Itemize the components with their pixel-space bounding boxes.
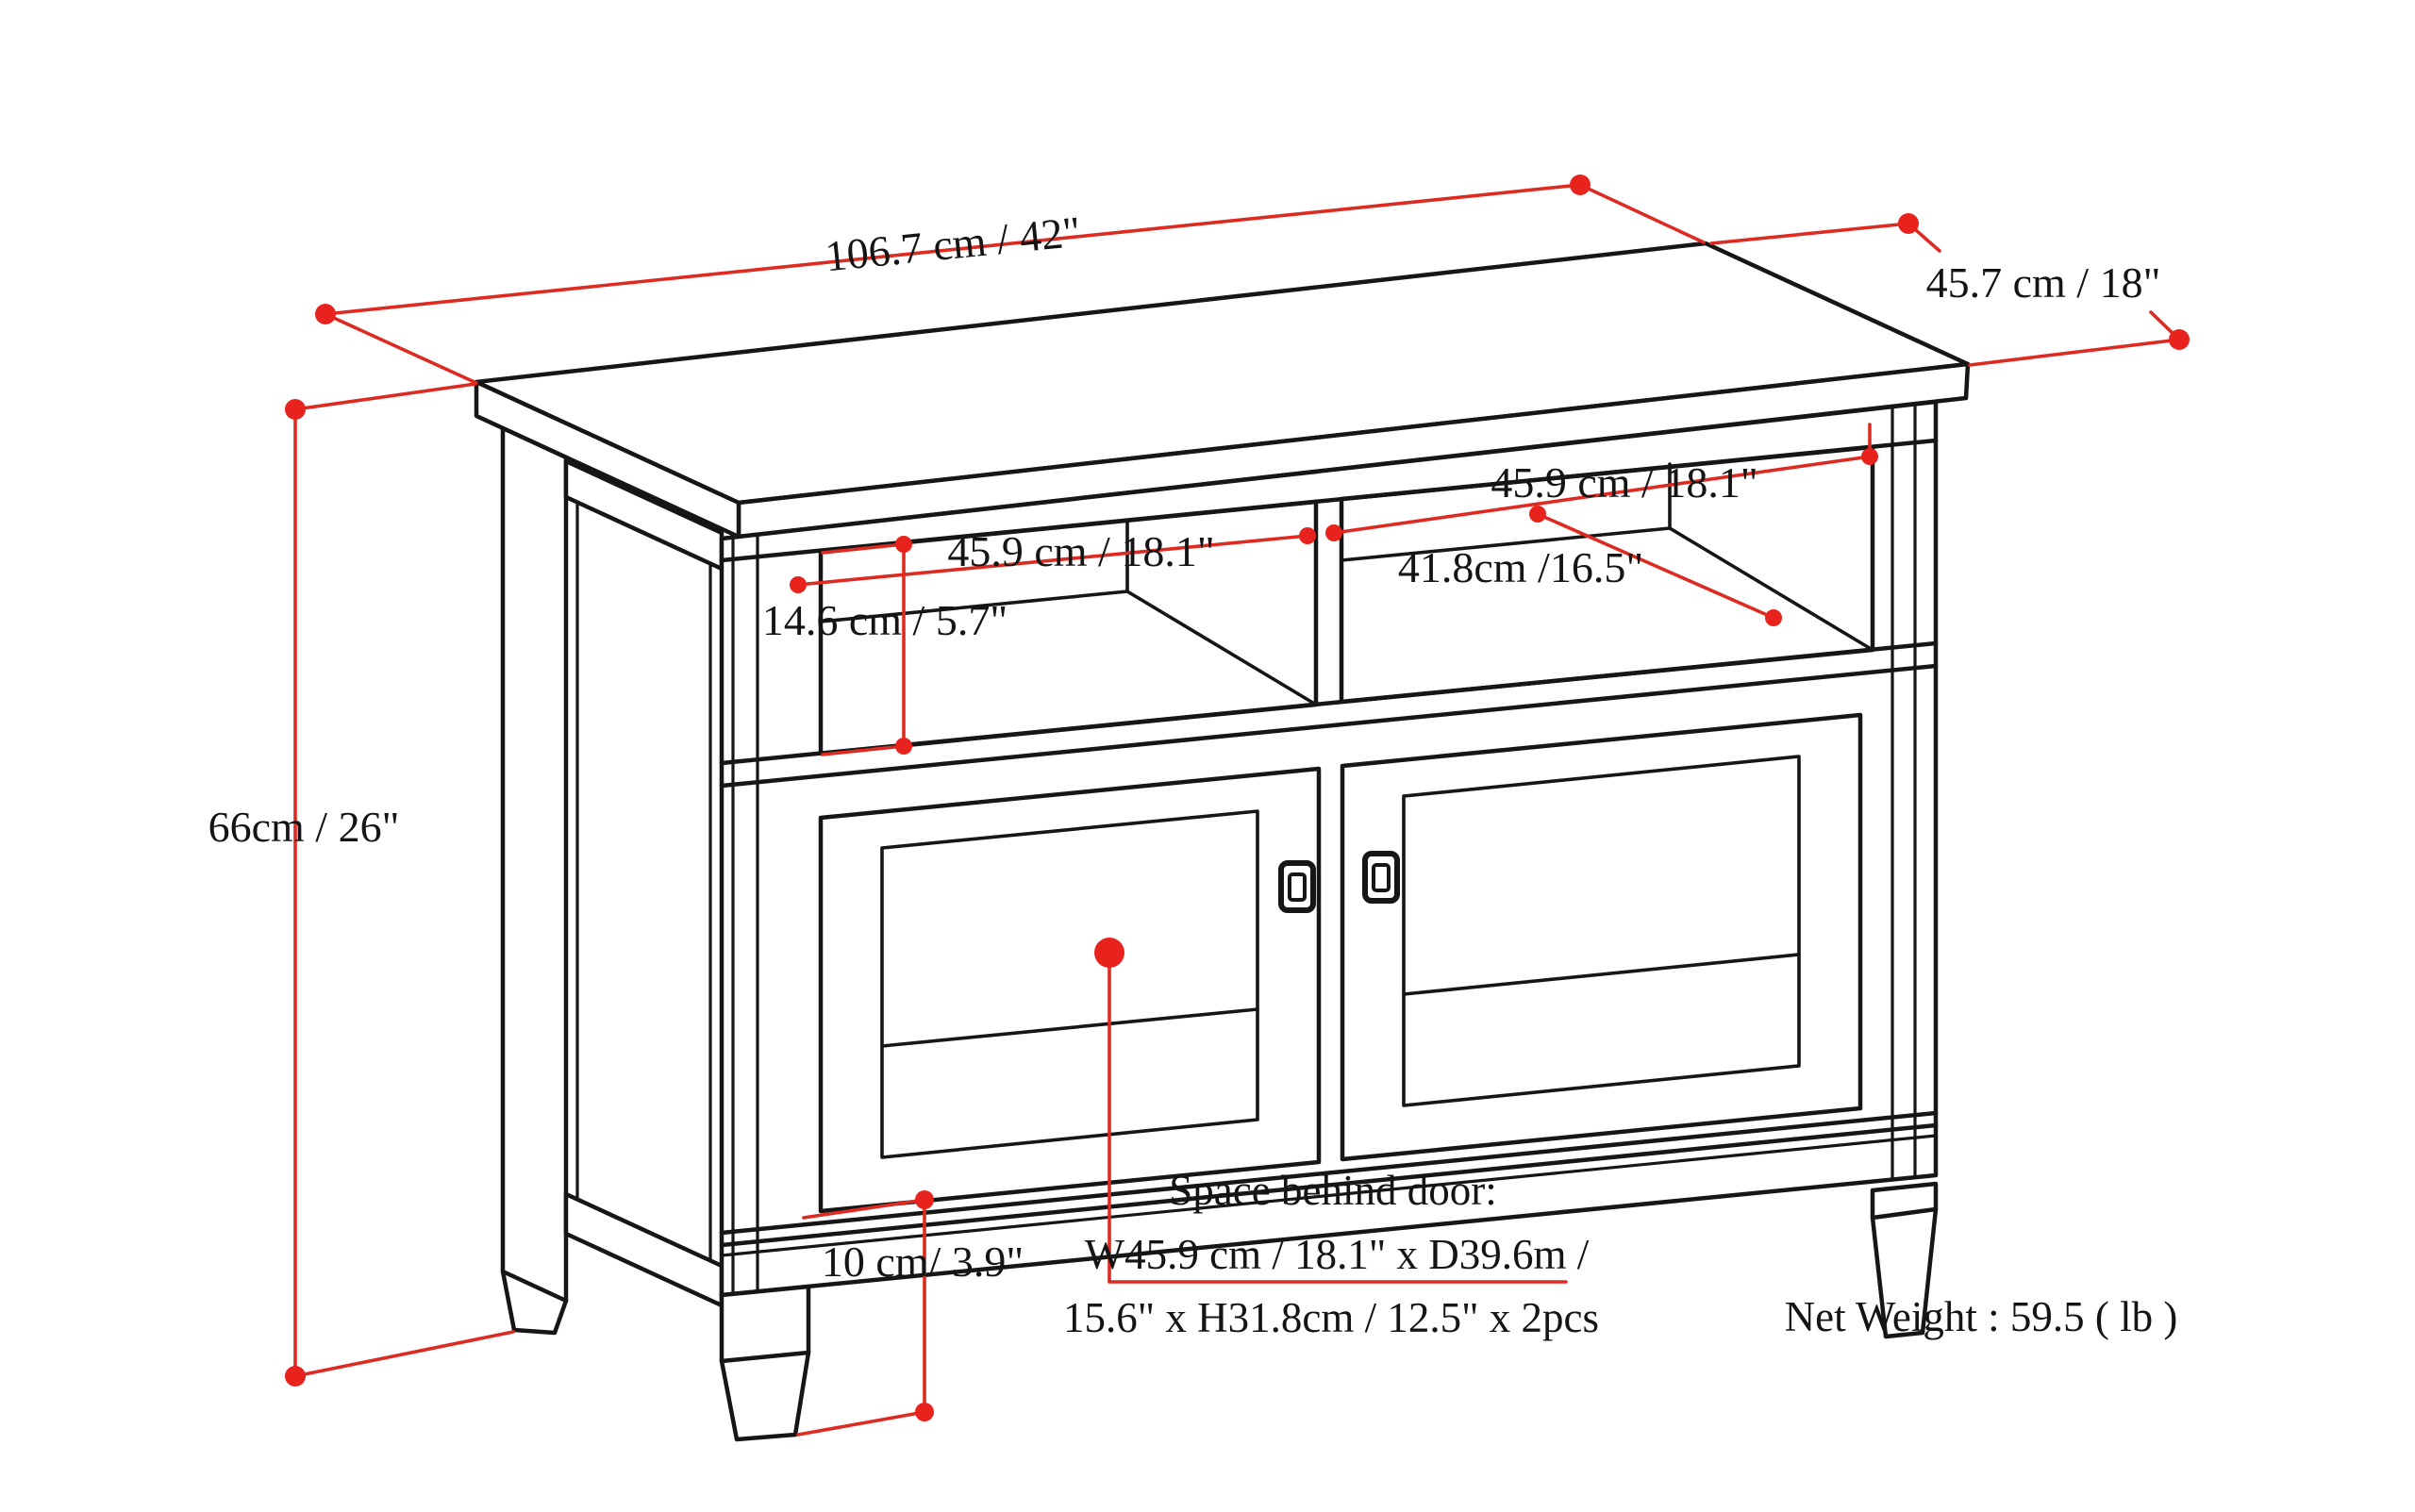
dim-shelf-depth-line <box>1536 512 1775 620</box>
dimension-endpoint-dot <box>315 304 336 324</box>
dimension-endpoint-dot <box>1325 524 1342 541</box>
dim-top-width-label: 106.7 cm / 42" <box>823 208 1082 281</box>
dim-overall-height <box>285 382 515 1387</box>
right-door-inner-frame <box>1402 755 1801 1107</box>
dim-top-width <box>315 174 1706 385</box>
space-note-line-3: 15.6" x H31.8cm / 12.5" x 2pcs <box>1063 1294 1599 1341</box>
dimension-endpoint-dot <box>895 536 912 553</box>
dim-top-depth-leader-left <box>1709 222 1910 245</box>
dimension-endpoint-dot <box>1570 174 1591 195</box>
left-door-inner-frame <box>880 809 1259 1159</box>
dim-top-width-leader-right <box>1578 183 1706 244</box>
right-door-outline <box>1340 712 1863 1162</box>
top-panel <box>474 241 1971 540</box>
dim-overall-height-leader-top <box>293 382 477 411</box>
dim-shelf-depth <box>1529 506 1782 626</box>
dim-opening-height-label: 14.6 cm / 5.7" <box>762 596 1008 644</box>
dimension-endpoint-dot <box>285 1366 306 1387</box>
dimension-annotations <box>285 174 2190 1437</box>
dimension-endpoint-dot <box>895 738 912 755</box>
dim-leg-height-leader-top <box>802 1198 926 1220</box>
dimension-endpoint-dot <box>285 399 306 420</box>
left-cubby-divider-floor-edge <box>1125 590 1318 706</box>
front-right-leg-taper-line <box>1870 1206 1939 1221</box>
dim-left-opening-label: 45.9 cm / 18.1" <box>947 527 1214 575</box>
dim-top-width-line <box>324 183 1582 316</box>
dim-right-opening-line <box>1332 455 1872 535</box>
dimension-endpoint-dot <box>1299 527 1316 544</box>
dimension-endpoint-dot <box>790 576 807 593</box>
door-handle-right <box>1362 851 1400 904</box>
front-left-leg-taper-line <box>719 1350 811 1364</box>
dim-top-depth-leader-right <box>1968 338 2181 367</box>
left-cubby-floor-back-edge <box>819 590 1129 623</box>
tv-stand-drawing <box>474 241 1971 1442</box>
dim-right-opening <box>1325 423 1878 541</box>
dimension-endpoint-dot <box>1765 609 1782 626</box>
dimension-endpoint-dot <box>2169 329 2190 350</box>
dimension-endpoint-dot <box>915 1403 934 1421</box>
right-door-panel-top-line <box>1402 953 1801 996</box>
media-compartments <box>818 444 1875 756</box>
space-note-line-1: Space behind door: <box>1169 1167 1496 1214</box>
door-handle-left <box>1278 860 1316 913</box>
side-stretcher <box>563 1191 724 1308</box>
dimension-endpoint-dot <box>1861 448 1878 465</box>
right-door <box>1340 712 1863 1162</box>
rear-left-leg-taper-line <box>500 1269 569 1304</box>
dim-leg-height-label: 10 cm/ 3.9" <box>822 1238 1024 1286</box>
note-labels: Space behind door: W45.9 cm / 18.1" x D3… <box>1063 1167 2177 1341</box>
door-handle-left-hole <box>1288 872 1307 902</box>
space-callout-door-dot <box>1094 938 1124 968</box>
dimension-endpoint-dot <box>1898 213 1919 234</box>
door-handle-right-hole <box>1372 863 1391 892</box>
rear-left-leg <box>500 425 569 1336</box>
dim-overall-height-label: 66cm / 26" <box>208 803 400 851</box>
dim-leg-height <box>796 1190 934 1437</box>
dimension-endpoint-dot <box>1529 506 1546 523</box>
front-left-leg <box>719 1284 811 1442</box>
front-legs <box>719 1181 1939 1442</box>
dim-top-width-leader-left <box>324 312 478 385</box>
dim-overall-height-leader-bottom <box>293 1330 515 1378</box>
dim-opening-height <box>821 536 912 756</box>
dim-opening-height-leader-bottom <box>821 744 906 756</box>
dim-shelf-depth-label: 41.8cm /16.5" <box>1398 543 1643 591</box>
right-cubby-wall-floor-edge <box>1668 526 1874 652</box>
left-door-outline <box>818 766 1322 1214</box>
left-side-panel <box>500 425 724 1336</box>
dim-left-opening <box>790 527 1316 593</box>
left-door-panel-top-line <box>880 1007 1259 1048</box>
dim-right-opening-label: 45.9 cm / 18.1" <box>1491 458 1757 507</box>
dimension-endpoint-dot <box>915 1190 934 1209</box>
net-weight-label: Net Weight : 59.5 ( lb ) <box>1785 1293 2178 1340</box>
left-door <box>818 766 1322 1214</box>
dim-opening-height-leader-top <box>821 542 906 555</box>
dim-left-opening-line <box>796 534 1309 587</box>
dimension-labels: 106.7 cm / 42" 45.7 cm / 18" 45.9 cm / 1… <box>208 208 2161 1286</box>
space-note-line-2: W45.9 cm / 18.1" x D39.6m / <box>1085 1231 1590 1278</box>
right-cubby-floor-back-edge <box>1340 526 1672 562</box>
dim-top-depth <box>1709 213 2190 367</box>
dim-top-depth-label: 45.7 cm / 18" <box>1926 258 2161 307</box>
shelf-front-bottom-line <box>719 663 1939 789</box>
space-behind-door-callout <box>1094 938 1568 1284</box>
dim-leg-height-leader-bottom <box>796 1410 926 1437</box>
